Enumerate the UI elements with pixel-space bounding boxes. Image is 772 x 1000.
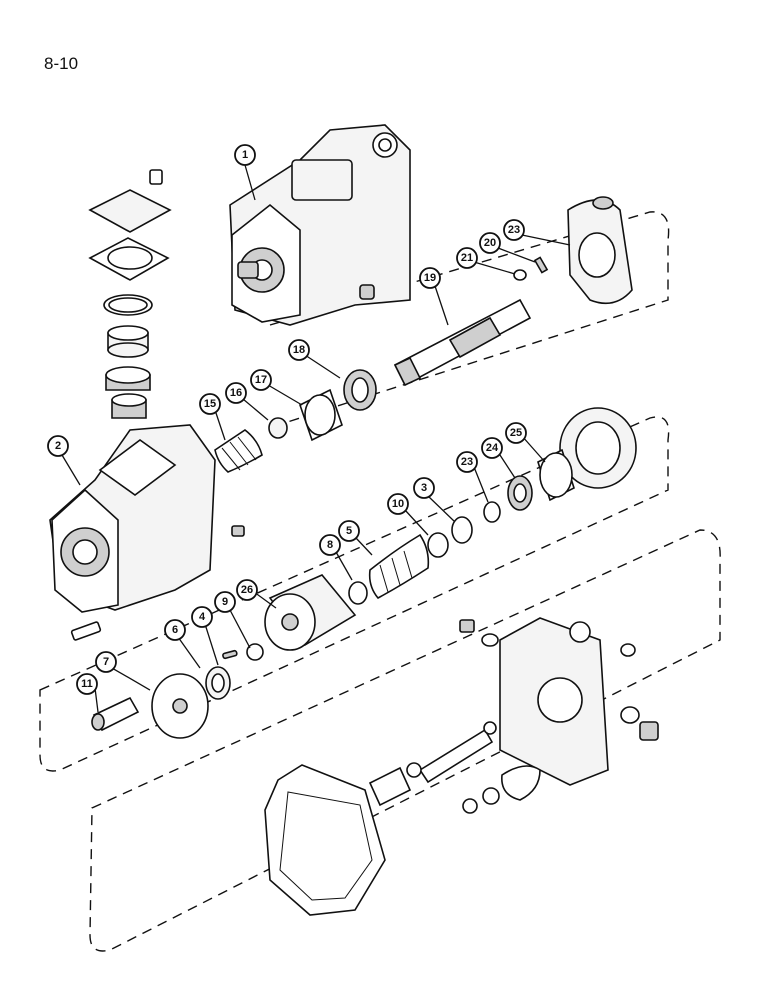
callout-24: 24 <box>481 437 503 459</box>
svg-text:7: 7 <box>103 656 109 668</box>
callout-18: 18 <box>288 339 310 361</box>
washer-10 <box>427 532 449 558</box>
pump-assembly <box>229 124 411 326</box>
rotating-group <box>91 407 637 739</box>
svg-text:4: 4 <box>199 611 206 623</box>
svg-text:24: 24 <box>486 442 499 454</box>
retainer-9 <box>246 643 264 661</box>
svg-text:26: 26 <box>241 584 253 596</box>
callout-15: 15 <box>199 393 221 415</box>
callout-19: 19 <box>419 267 441 289</box>
washer-8 <box>348 581 368 605</box>
pump-housing <box>49 424 245 641</box>
svg-text:3: 3 <box>421 482 427 494</box>
svg-text:20: 20 <box>484 237 496 249</box>
callout-6: 6 <box>164 619 186 641</box>
svg-text:23: 23 <box>461 456 473 468</box>
snap-ring-3 <box>451 516 473 544</box>
svg-text:10: 10 <box>392 498 404 510</box>
svg-text:5: 5 <box>346 525 352 537</box>
callout-4: 4 <box>191 606 213 628</box>
svg-text:17: 17 <box>255 374 267 386</box>
leader-lines <box>61 164 571 713</box>
end-cover <box>368 617 659 814</box>
svg-text:8: 8 <box>327 539 333 551</box>
callout-23-upper: 23 <box>503 219 525 241</box>
end-cover-gasket <box>264 764 386 916</box>
svg-text:1: 1 <box>242 149 248 161</box>
cap-screw <box>149 169 163 185</box>
drain-plug <box>70 621 102 641</box>
callout-23-lower: 23 <box>456 451 478 473</box>
dashed-group-lower <box>89 529 721 952</box>
callout-3: 3 <box>413 477 435 499</box>
svg-text:9: 9 <box>222 596 228 608</box>
svg-text:15: 15 <box>204 398 216 410</box>
callout-10: 10 <box>387 493 409 515</box>
callout-26: 26 <box>236 579 258 601</box>
svg-text:25: 25 <box>510 427 522 439</box>
callout-11: 11 <box>76 673 98 695</box>
thrust-washer <box>268 417 288 439</box>
bearing-parts-upper <box>214 369 377 473</box>
callout-5: 5 <box>338 520 360 542</box>
callout-21: 21 <box>456 247 478 269</box>
callout-1: 1 <box>234 144 256 166</box>
svg-text:19: 19 <box>424 272 436 284</box>
callout-17: 17 <box>250 369 272 391</box>
spring-5 <box>368 533 430 600</box>
dashed-group-upper <box>269 211 670 428</box>
washer-23 <box>483 501 501 523</box>
callout-8: 8 <box>319 534 341 556</box>
svg-text:18: 18 <box>293 344 305 356</box>
cover-plate-stack <box>88 169 172 419</box>
page-number: 8-10 <box>44 54 79 73</box>
callout-16: 16 <box>225 382 247 404</box>
callout-20: 20 <box>479 232 501 254</box>
callout-25: 25 <box>505 422 527 444</box>
callout-7: 7 <box>95 651 117 673</box>
pin-4 <box>222 649 238 660</box>
control-spool <box>418 728 494 784</box>
swashplate <box>513 196 633 305</box>
drive-shaft <box>393 298 532 387</box>
dashed-group-middle <box>39 416 670 772</box>
callout-9: 9 <box>214 591 236 613</box>
svg-text:21: 21 <box>461 252 473 264</box>
svg-text:23: 23 <box>508 224 520 236</box>
svg-text:16: 16 <box>230 387 242 399</box>
spring-15 <box>214 429 263 473</box>
svg-text:11: 11 <box>81 678 93 690</box>
svg-text:2: 2 <box>55 440 61 452</box>
svg-text:6: 6 <box>172 624 178 636</box>
callout-2: 2 <box>47 435 69 457</box>
